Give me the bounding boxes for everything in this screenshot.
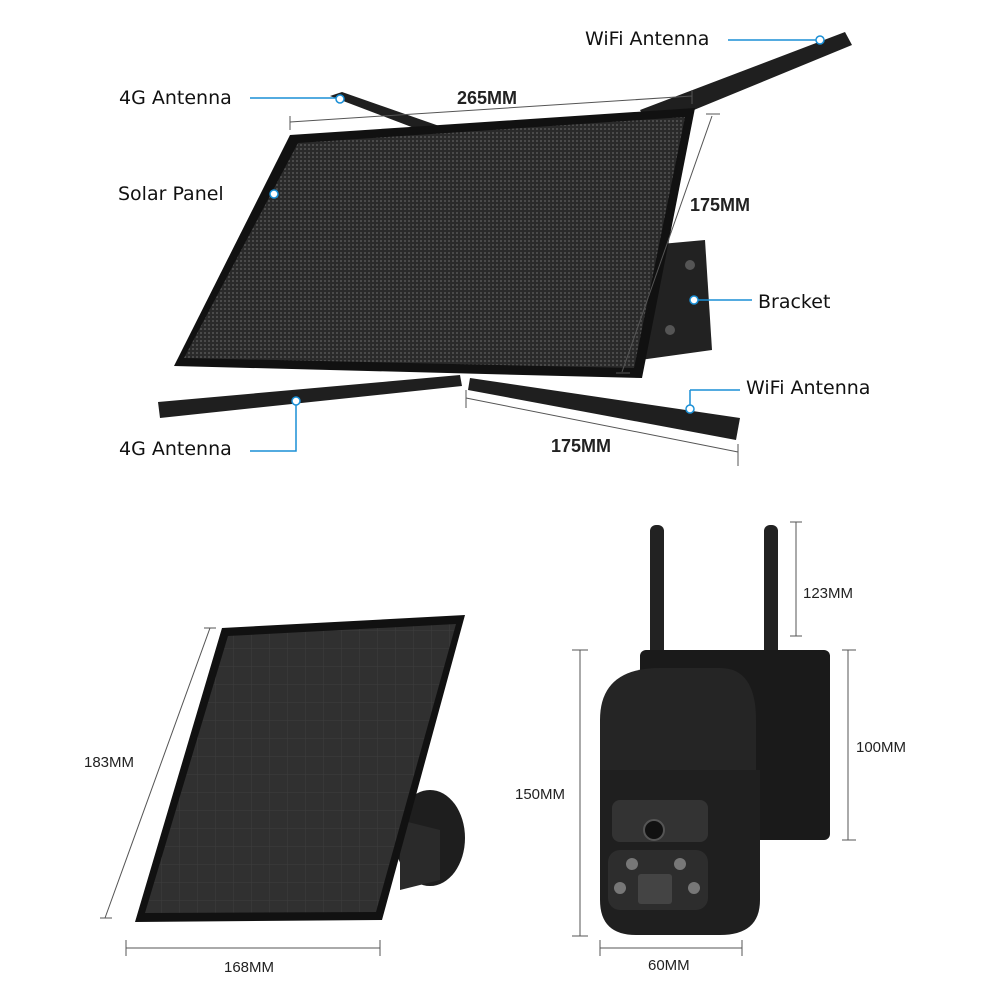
label-wifi-antenna-bottom: WiFi Antenna: [746, 377, 870, 399]
camera-product: [600, 525, 830, 935]
dim-panel-width: 168MM: [224, 959, 274, 976]
label-wifi-antenna-top: WiFi Antenna: [585, 28, 709, 50]
dim-camera-antenna: 123MM: [803, 585, 853, 602]
dimension-lines: [100, 90, 856, 956]
wifi-antenna-bottom: [468, 378, 740, 440]
label-solar-panel: Solar Panel: [118, 183, 224, 205]
dim-panel-height: 183MM: [84, 754, 134, 771]
dim-top-height: 175MM: [690, 195, 750, 215]
dim-camera-height: 150MM: [515, 786, 565, 803]
label-4g-antenna-bottom: 4G Antenna: [119, 438, 232, 460]
antenna-4g-bottom: [158, 375, 462, 418]
callout-lines: [250, 35, 825, 452]
label-4g-antenna-top: 4G Antenna: [119, 87, 232, 109]
dim-camera-panel: 100MM: [856, 739, 906, 756]
antenna-4g-top: [330, 92, 445, 134]
dim-top-width: 265MM: [457, 88, 517, 108]
camera-antenna-left: [650, 525, 664, 665]
dim-camera-width: 60MM: [648, 957, 690, 974]
dim-top-antenna: 175MM: [551, 436, 611, 456]
bottom-left-product: [135, 615, 465, 922]
wifi-antenna-top: [640, 32, 852, 128]
label-bracket: Bracket: [758, 291, 830, 313]
top-product: [158, 32, 852, 440]
